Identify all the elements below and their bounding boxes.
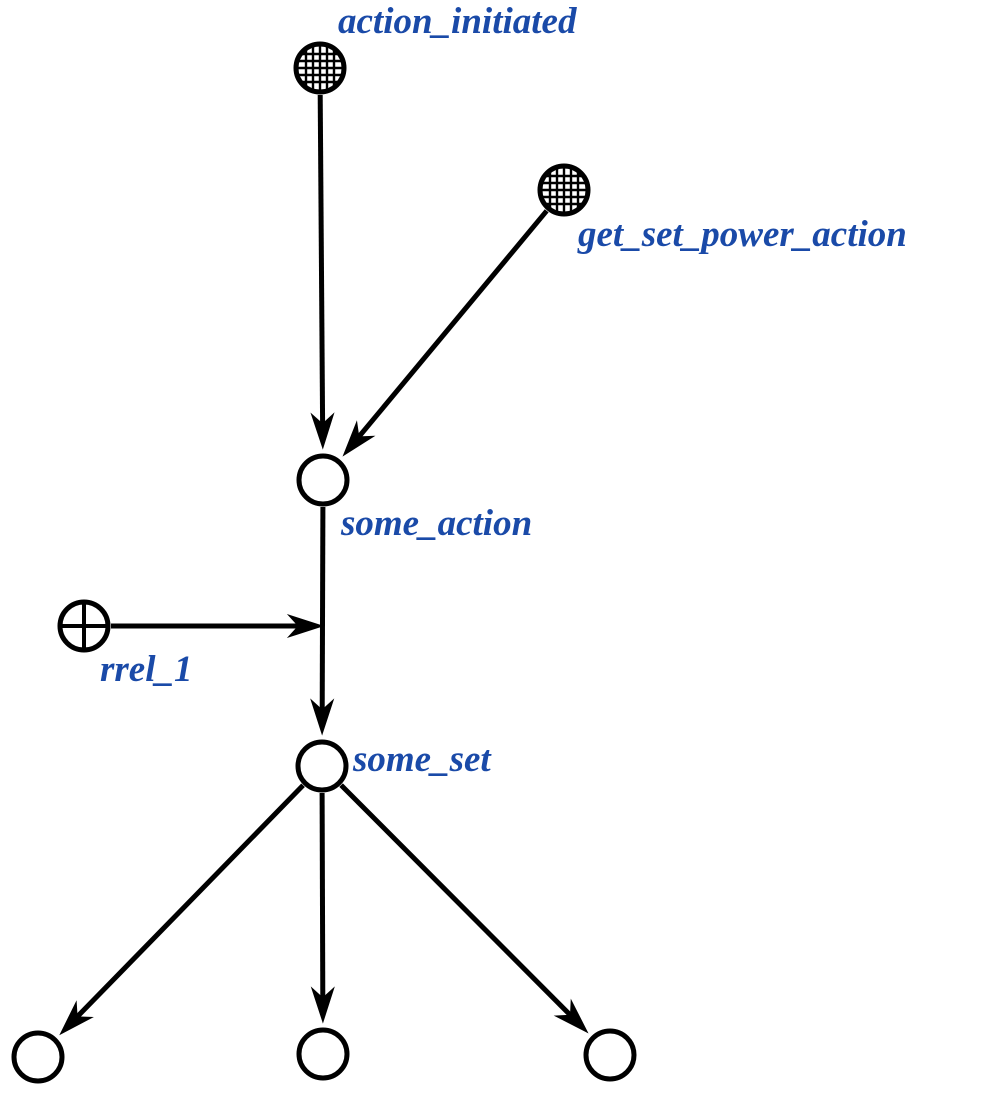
edge-some-set-to-element-right xyxy=(339,783,573,1018)
edge-some-set-to-element-middle-arrowhead xyxy=(310,986,335,1024)
edge-some-set-to-element-left-arrowhead xyxy=(59,1000,94,1036)
node-some-action-circle xyxy=(296,453,350,507)
labels-layer: action_initiated get_set_power_action so… xyxy=(100,1,907,780)
edge-some-set-to-element-left xyxy=(75,783,305,1019)
node-get-set-power-action[interactable] xyxy=(537,163,591,217)
node-element-middle-circle xyxy=(296,1027,350,1081)
class-grid-icon xyxy=(298,46,342,90)
node-element-right-circle xyxy=(583,1028,637,1082)
edge-rrel-1-to-edge-some-action-some-set-arrowhead xyxy=(286,613,325,639)
node-label-some-set: some_set xyxy=(352,739,492,780)
node-action-initiated[interactable] xyxy=(293,41,347,95)
node-label-some-action: some_action xyxy=(340,503,532,544)
node-label-get-set-power-action: get_set_power_action xyxy=(577,214,907,255)
edge-get-set-power-action-to-some-action xyxy=(356,209,549,439)
node-label-action-initiated: action_initiated xyxy=(338,1,577,42)
edge-some-action-to-some-set xyxy=(319,506,326,711)
edge-some-set-to-element-right-arrowhead xyxy=(553,998,589,1034)
nodes-layer xyxy=(11,41,637,1084)
node-element-left-circle xyxy=(11,1030,65,1084)
edge-action-initiated-to-some-action xyxy=(317,94,326,425)
edges-layer xyxy=(59,94,589,1036)
edge-some-set-to-element-middle xyxy=(319,792,326,999)
node-element-middle[interactable] xyxy=(296,1027,350,1081)
node-some-set-circle xyxy=(295,739,349,793)
node-element-left[interactable] xyxy=(11,1030,65,1084)
role-relation-icon xyxy=(60,602,108,650)
edge-action-initiated-to-some-action-arrowhead xyxy=(310,412,335,450)
node-label-rrel-1: rrel_1 xyxy=(100,649,193,690)
class-grid-icon xyxy=(542,168,586,212)
node-some-set[interactable] xyxy=(295,739,349,793)
node-rrel-1[interactable] xyxy=(57,599,111,653)
node-element-right[interactable] xyxy=(583,1028,637,1082)
edge-get-set-power-action-to-some-action-arrowhead xyxy=(342,420,376,457)
node-some-action[interactable] xyxy=(296,453,350,507)
edge-some-action-to-some-set-arrowhead xyxy=(310,698,335,736)
